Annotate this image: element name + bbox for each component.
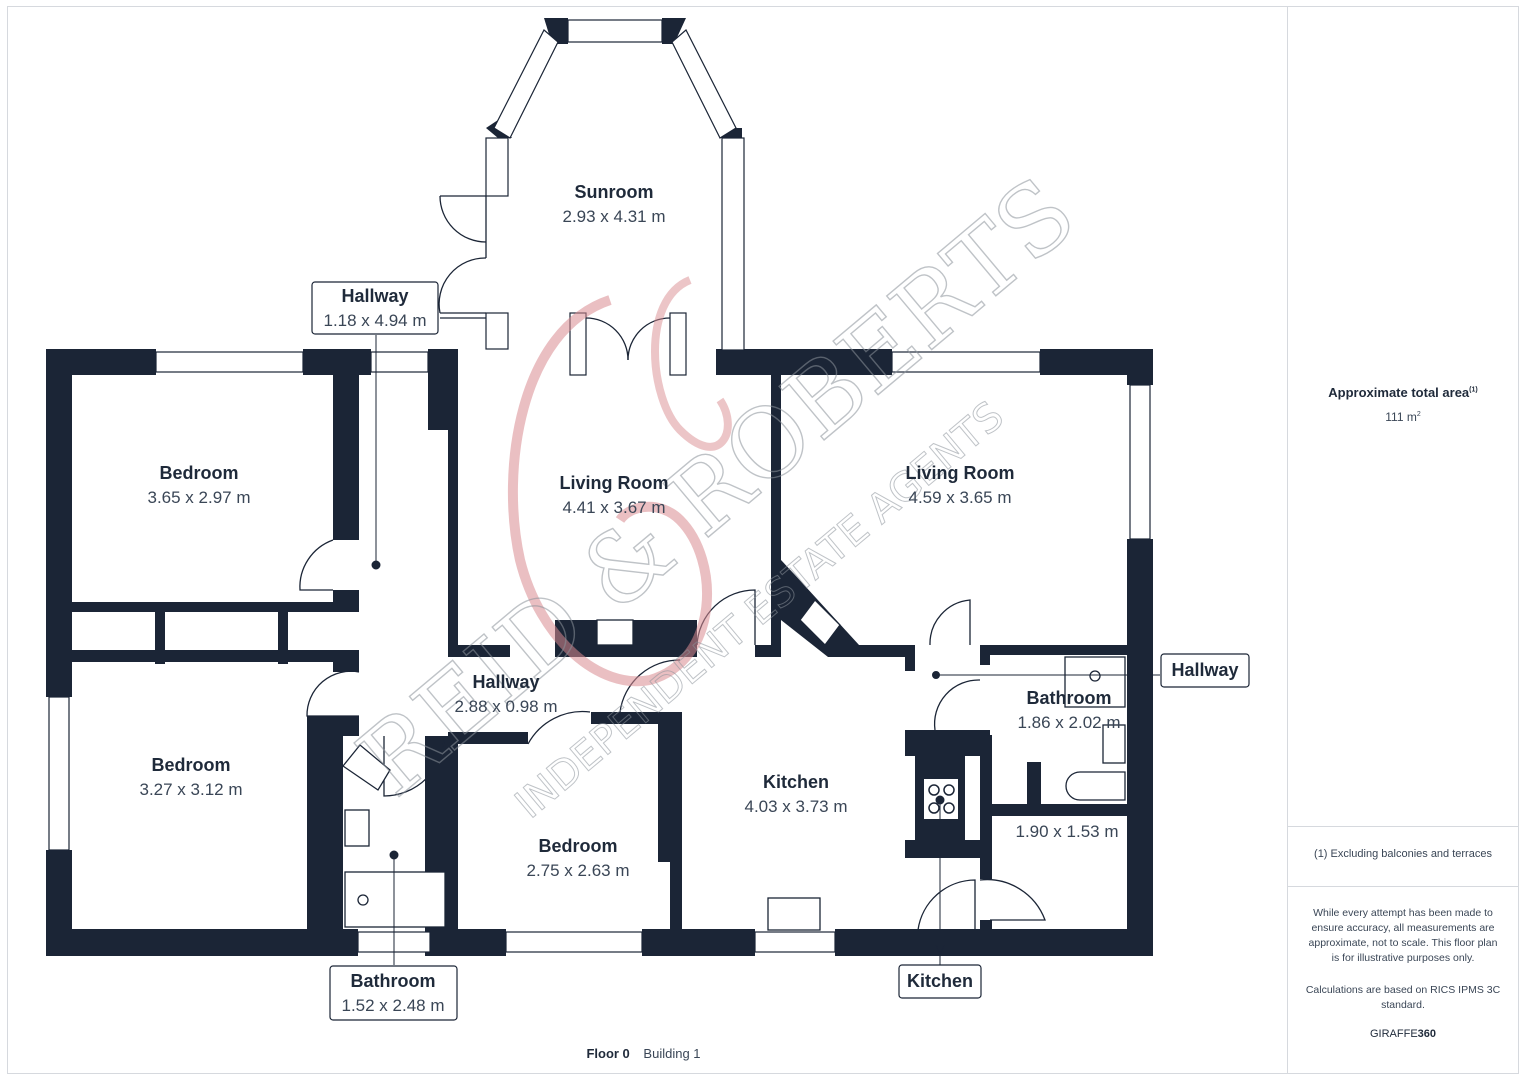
callout-box — [1160, 653, 1250, 688]
total-area-value: 111 m2 — [1288, 410, 1518, 424]
fixtures — [342, 599, 1126, 931]
room-name: Bedroom — [159, 463, 238, 483]
sidebar-rule — [1288, 826, 1518, 827]
total-area-text: Approximate total area — [1328, 385, 1470, 400]
sidebar-rule — [1288, 886, 1518, 887]
sidebar-divider — [1287, 6, 1288, 1074]
callout-box — [898, 964, 982, 999]
room-name: Hallway — [1171, 660, 1238, 680]
monogram-mark — [507, 295, 713, 687]
calculation-note: Calculations are based on RICS IPMS 3C s… — [1305, 984, 1501, 1011]
room-name: Living Room — [906, 463, 1015, 483]
measure-lines — [371, 335, 1160, 965]
room-dimensions: 1.18 x 4.94 m — [323, 311, 426, 330]
building-label: Building 1 — [643, 1046, 701, 1061]
area-unit-superscript: 2 — [1416, 411, 1421, 418]
floor-footer: Floor 0 Building 1 — [0, 1046, 1287, 1061]
room-dimensions: 4.41 x 3.67 m — [562, 498, 665, 517]
room-name: Bedroom — [538, 836, 617, 856]
room-name: Bathroom — [351, 971, 436, 991]
room-dimensions: 2.93 x 4.31 m — [562, 207, 665, 226]
room-dimensions: 2.88 x 0.98 m — [454, 697, 557, 716]
room-name: Bathroom — [1027, 688, 1112, 708]
brand-bold: 360 — [1417, 1028, 1437, 1040]
monogram-mark — [651, 276, 732, 451]
disclaimer: While every attempt has been made to ens… — [1308, 907, 1498, 964]
callout-box — [329, 965, 458, 1021]
brand-light: GIRAFFE — [1369, 1028, 1418, 1040]
footnote-mark: (1) — [1469, 386, 1478, 394]
room-name: Kitchen — [907, 971, 973, 991]
room-dimensions: 3.27 x 3.12 m — [139, 780, 242, 799]
callout-box — [311, 281, 439, 335]
room-name: Bedroom — [151, 755, 230, 775]
page-frame — [7, 6, 1519, 1074]
sunroom-glazing — [440, 19, 745, 351]
room-name: Living Room — [560, 473, 669, 493]
room-dimensions: 4.59 x 3.65 m — [908, 488, 1011, 507]
room-name: Kitchen — [763, 772, 829, 792]
room-dimensions: 2.75 x 2.63 m — [526, 861, 629, 880]
floor-plan: REID & ROBERTS INDEPENDENT ESTATE AGENTS… — [46, 18, 1250, 1021]
room-labels: Sunroom 2.93 x 4.31 m Hallway 1.18 x 4.9… — [139, 182, 1250, 1021]
floor-label: Floor 0 — [586, 1046, 630, 1061]
area-number: 111 m — [1385, 410, 1417, 424]
brand-logo: GIRAFFE360 — [1288, 1028, 1518, 1040]
room-dimensions: 4.03 x 3.73 m — [744, 797, 847, 816]
total-area-label: Approximate total area(1) — [1288, 385, 1518, 400]
room-dimensions: 1.90 x 1.53 m — [1015, 822, 1118, 841]
room-name: Sunroom — [575, 182, 654, 202]
walls — [46, 349, 1153, 956]
room-dimensions: 1.86 x 2.02 m — [1017, 713, 1120, 732]
room-name: Hallway — [472, 672, 539, 692]
room-name: Hallway — [341, 286, 408, 306]
room-dimensions: 3.65 x 2.97 m — [147, 488, 250, 507]
room-dimensions: 1.52 x 2.48 m — [341, 996, 444, 1015]
footnote: (1) Excluding balconies and terraces — [1314, 848, 1492, 860]
